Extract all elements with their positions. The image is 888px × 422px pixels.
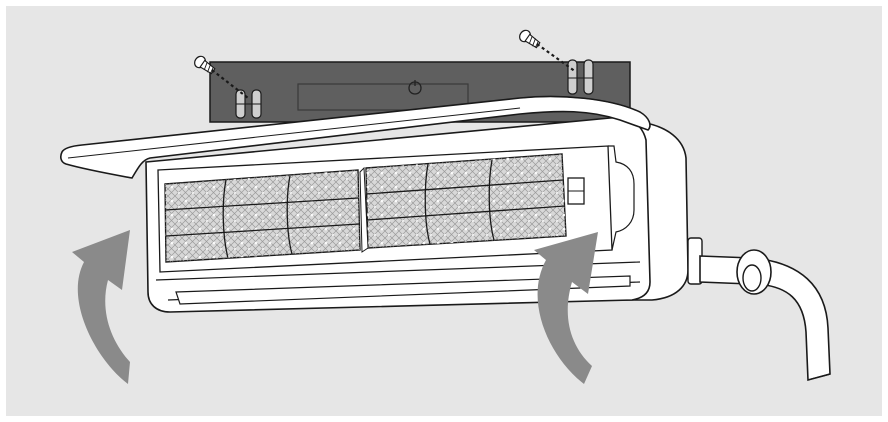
display-panel: [567, 177, 585, 205]
hook-left: [235, 89, 262, 119]
hinged-front-panel: [60, 95, 651, 179]
air-filter-left: [164, 169, 361, 263]
air-filter-right: [359, 153, 567, 253]
screw-icon: [194, 55, 249, 99]
hook-right: [567, 59, 594, 95]
pipe-hose: [687, 237, 831, 382]
curved-arrow-up: [534, 232, 598, 384]
screw-icon: [519, 29, 577, 73]
curved-arrow-up: [72, 230, 130, 384]
